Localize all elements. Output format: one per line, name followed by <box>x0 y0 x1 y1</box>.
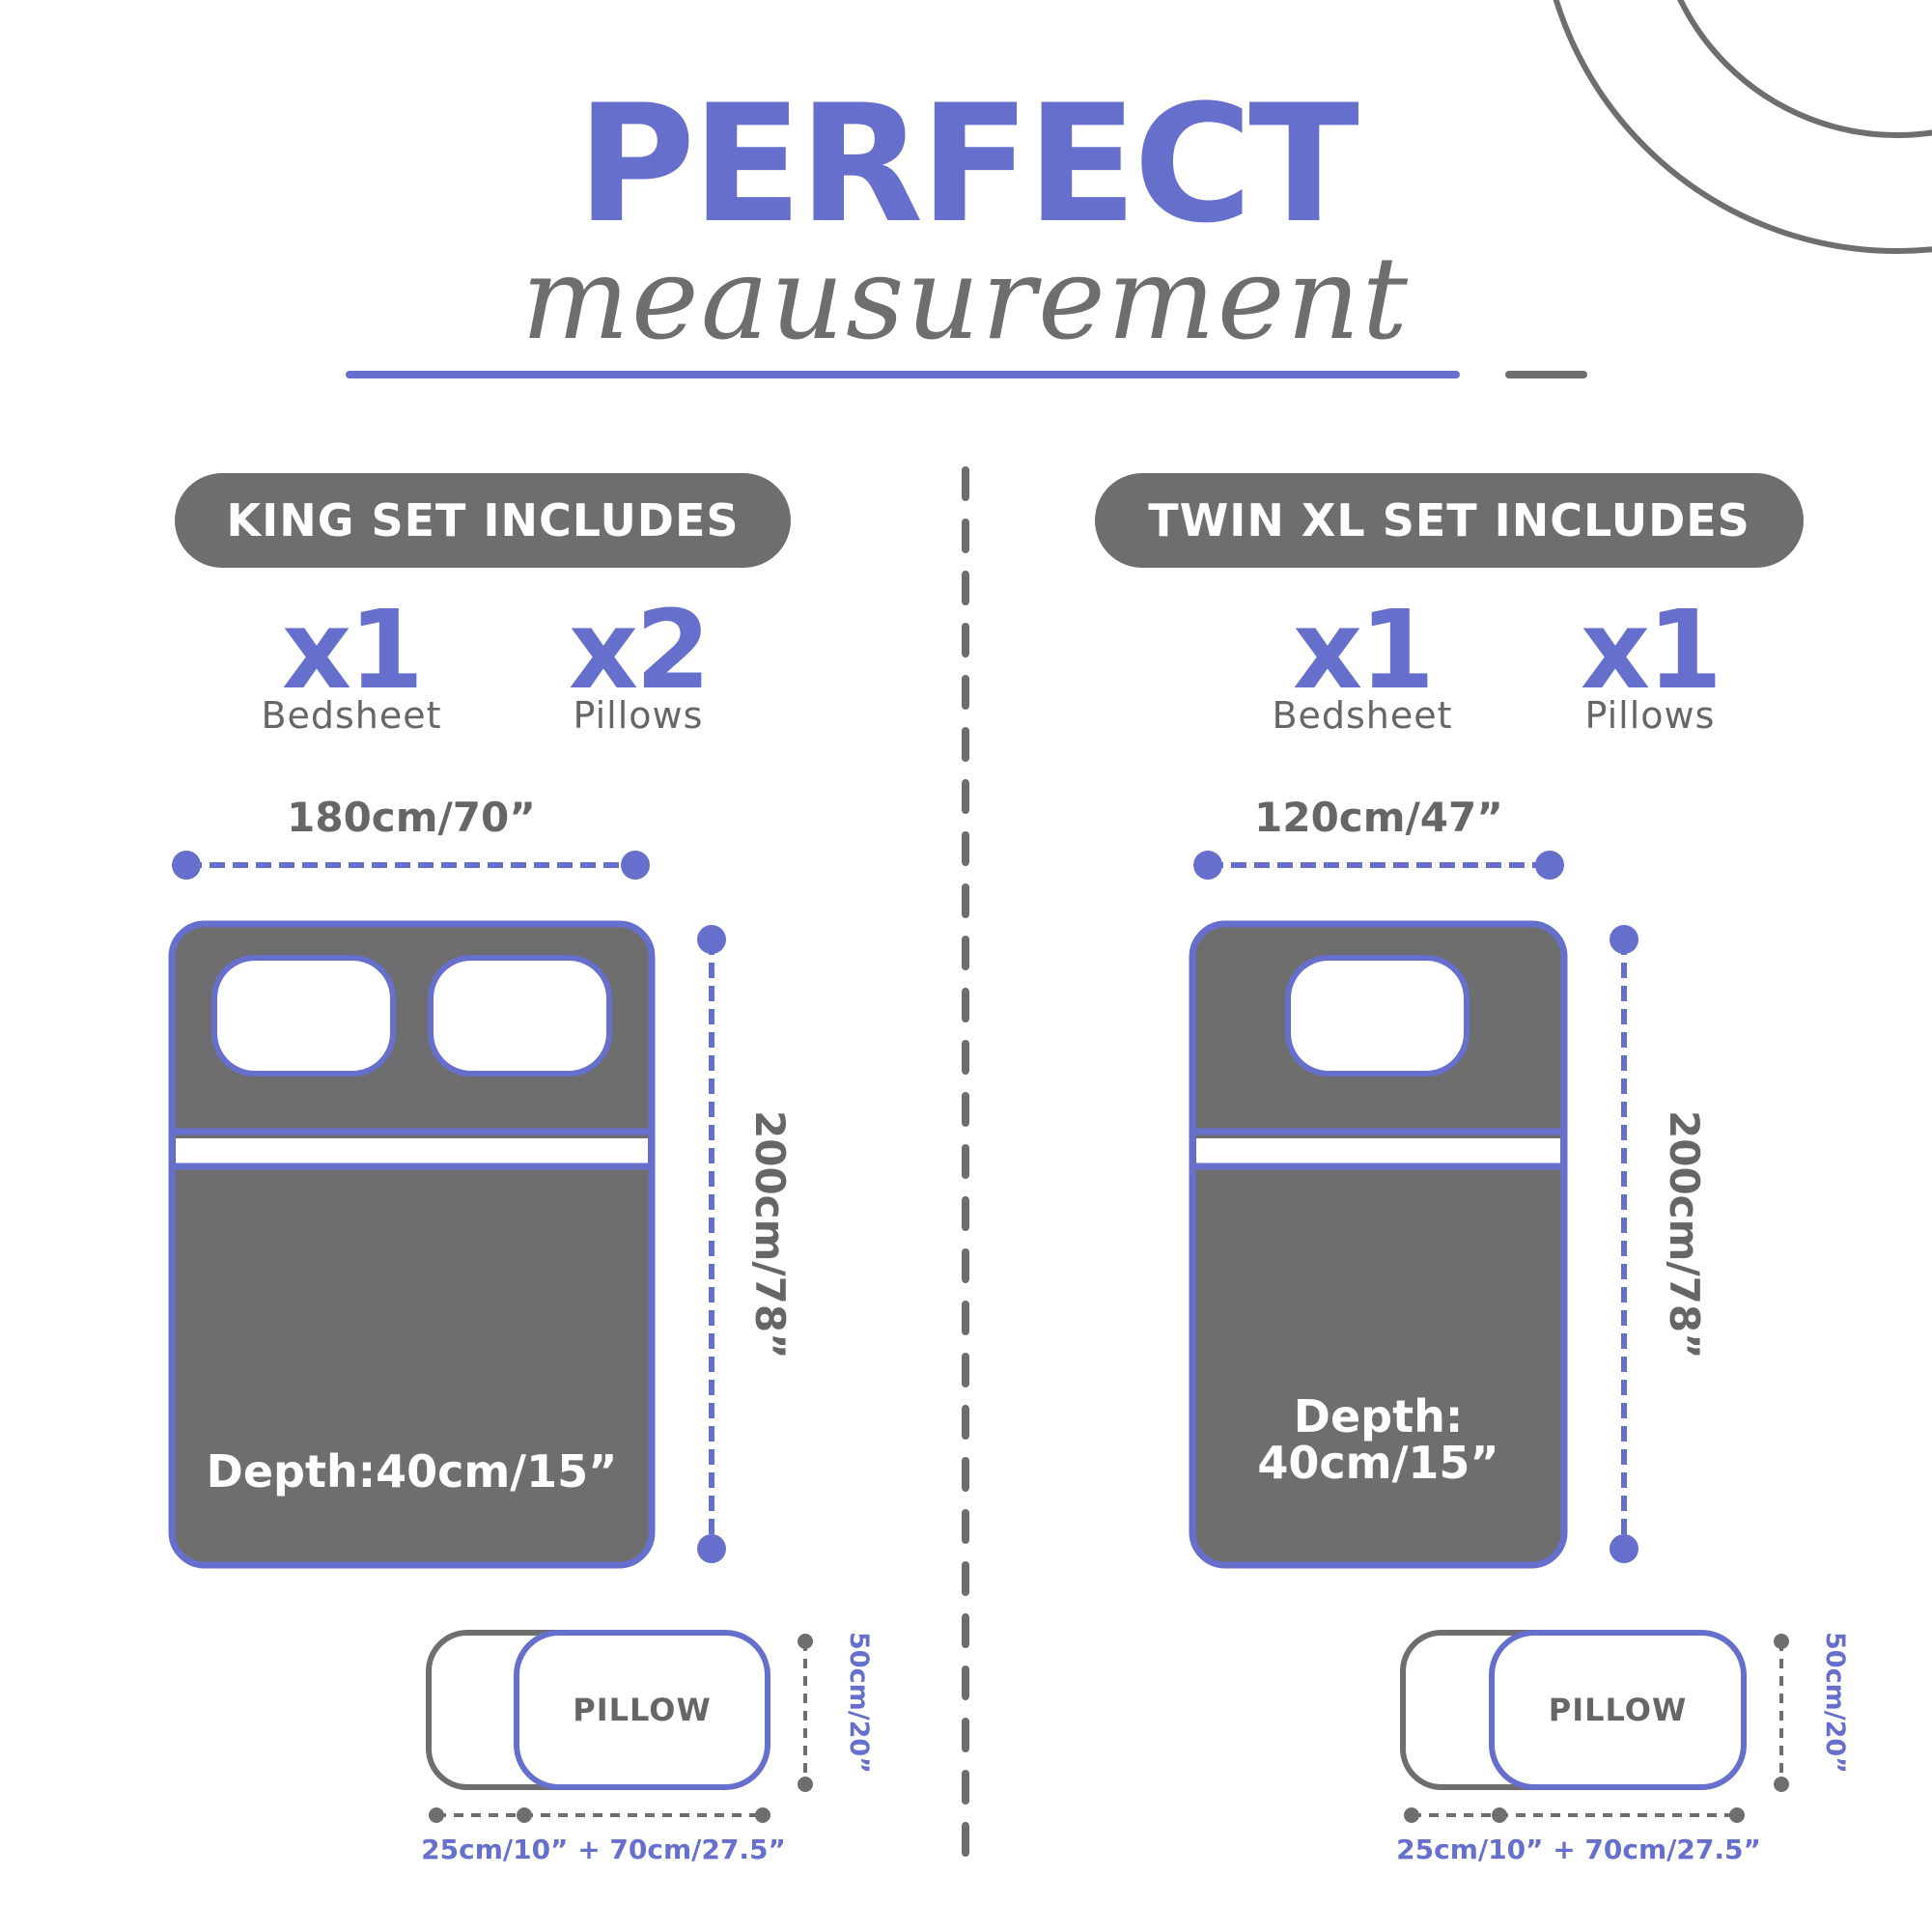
king-pillows-count: x2 <box>568 588 711 714</box>
king-pillow-width-label: 25cm/10” + 70cm/27.5” <box>421 1834 786 1865</box>
king-header-pill <box>175 473 791 568</box>
twin-set-header: TWIN XL SET INCLUDES <box>1148 494 1750 546</box>
twin-bed <box>1189 920 1568 1569</box>
twin-header-pill <box>1095 473 1804 568</box>
twin-pillows-count: x1 <box>1580 588 1722 714</box>
king-bed-pillow-right <box>428 955 612 1077</box>
king-bed-pillow-left <box>211 955 396 1077</box>
king-pillow-label: PILLOW <box>573 1692 712 1728</box>
twin-width-label: 120cm/47” <box>1254 794 1503 841</box>
twin-depth-label: Depth: 40cm/15” <box>1196 1393 1560 1487</box>
king-bedsheet-label: Bedsheet <box>261 694 442 737</box>
king-bed <box>168 920 656 1569</box>
twin-width-dimension <box>1193 851 1564 880</box>
twin-bedsheet-label: Bedsheet <box>1272 694 1453 737</box>
king-set-header: KING SET INCLUDES <box>226 494 740 546</box>
king-width-label: 180cm/70” <box>287 794 536 841</box>
decorative-arcs <box>1553 0 1932 254</box>
twin-bedsheet-count: x1 <box>1292 588 1435 714</box>
twin-depth-label-line2: 40cm/15” <box>1257 1437 1499 1490</box>
twin-pillow-diagram <box>1400 1630 1789 1823</box>
king-depth-label: Depth:40cm/15” <box>206 1445 618 1498</box>
twin-bed-pillow <box>1285 955 1470 1077</box>
twin-length-label: 200cm/78” <box>1661 1110 1708 1359</box>
twin-pillow-label: PILLOW <box>1548 1692 1688 1728</box>
king-pillows-label: Pillows <box>573 694 704 737</box>
king-width-dimension <box>172 851 650 880</box>
twin-pillow-width-label: 25cm/10” + 70cm/27.5” <box>1396 1834 1761 1865</box>
twin-length-dimension <box>1610 925 1638 1563</box>
king-bedsheet-count: x1 <box>281 588 424 714</box>
page-title: PERFECT <box>576 70 1359 259</box>
twin-pillow-height-label: 50cm/20” <box>1820 1632 1850 1774</box>
king-pillow-diagram <box>426 1630 813 1823</box>
king-pillow-height-label: 50cm/20” <box>844 1632 874 1774</box>
king-length-dimension <box>697 925 726 1563</box>
king-length-label: 200cm/78” <box>746 1110 794 1359</box>
twin-depth-label-line1: Depth: <box>1293 1390 1464 1442</box>
page-subtitle-script: meausurement <box>520 232 1410 365</box>
twin-pillows-label: Pillows <box>1584 694 1716 737</box>
